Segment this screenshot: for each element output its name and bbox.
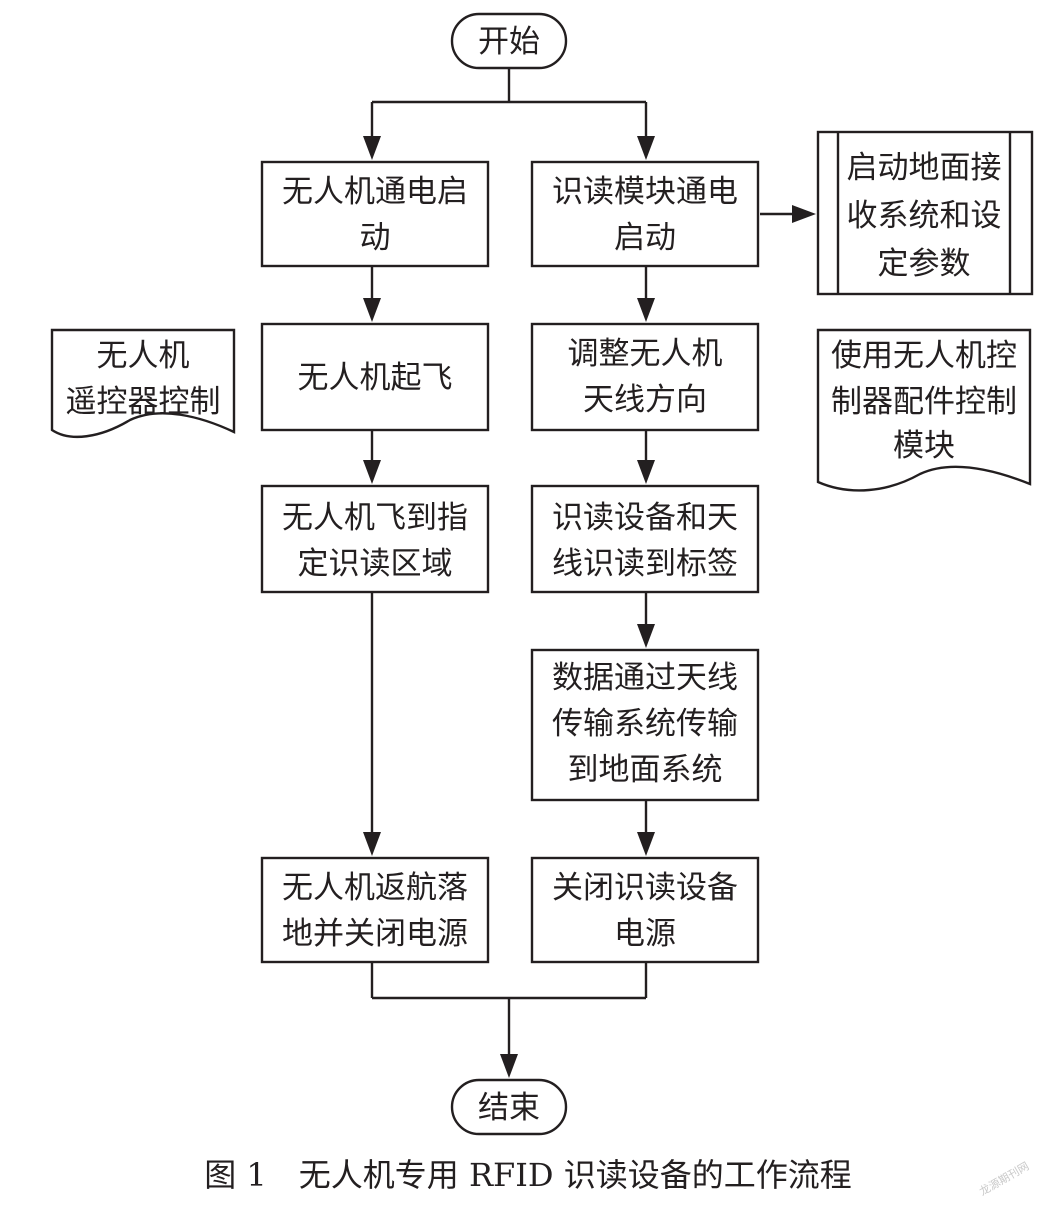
end-terminator: 结束 — [450, 1078, 568, 1136]
arrow-to-uav-return — [363, 832, 381, 856]
process-box-uav-fly-to-area: 无人机飞到指 定识读区域 — [260, 484, 490, 594]
node-text-line: 无人机 — [97, 338, 190, 374]
document-remote-control-note: 无人机 遥控器控制 — [50, 328, 236, 439]
predefined-process-ground-system: 启动地面接 收系统和设 定参数 — [816, 130, 1034, 296]
process-box-adjust-antenna: 调整无人机 天线方向 — [530, 322, 760, 432]
node-text-line: 关闭识读设备 — [552, 870, 738, 906]
node-text-line: 制器配件控制 — [831, 384, 1017, 420]
node-text-line: 使用无人机控 — [831, 338, 1017, 374]
start-terminator: 开始 — [450, 12, 568, 70]
arrow-to-transmit-data — [637, 624, 655, 648]
node-text-line: 地并关闭电源 — [282, 916, 468, 952]
node-text-line: 收系统和设 — [847, 198, 1002, 234]
node-text-line: 传输系统传输 — [552, 706, 738, 742]
arrow-to-reader-power-off — [637, 832, 655, 856]
node-text-line: 启动 — [614, 220, 676, 256]
figure-caption: 图 1 无人机专用 RFID 识读设备的工作流程 — [204, 1156, 851, 1194]
end-label: 结束 — [478, 1090, 540, 1126]
node-text-line: 无人机飞到指 — [282, 500, 468, 536]
document-accessory-control-note: 使用无人机控 制器配件控制 模块 — [816, 328, 1032, 492]
node-text-line: 识读模块通电 — [552, 174, 738, 210]
start-label: 开始 — [478, 24, 540, 60]
process-box-reader-power-off: 关闭识读设备 电源 — [530, 856, 760, 964]
process-box-uav-takeoff: 无人机起飞 — [260, 322, 490, 432]
node-text-line: 无人机通电启 — [282, 174, 468, 210]
process-box-transmit-data: 数据通过天线 传输系统传输 到地面系统 — [530, 648, 760, 802]
process-box-read-tags: 识读设备和天 线识读到标签 — [530, 484, 760, 594]
arrowheads — [363, 136, 816, 1078]
process-box-uav-power-on: 无人机通电启 动 — [260, 160, 490, 268]
arrow-to-end — [500, 1054, 518, 1078]
node-text-line: 启动地面接 — [847, 150, 1002, 186]
connectors — [370, 68, 794, 1056]
process-box-uav-return-land: 无人机返航落 地并关闭电源 — [260, 856, 490, 964]
arrow-to-reader-power-on — [637, 136, 655, 160]
node-text-line: 调整无人机 — [568, 336, 723, 372]
node-text-line: 动 — [360, 220, 391, 256]
node-text-line: 无人机返航落 — [282, 870, 468, 906]
node-text-line: 定识读区域 — [298, 546, 453, 582]
arrow-to-adjust-antenna — [637, 298, 655, 322]
arrow-to-ground-system — [792, 205, 816, 223]
arrow-to-uav-power-on — [363, 136, 381, 160]
watermark-text: 龙源期刊网 — [977, 1159, 1032, 1199]
arrow-to-uav-fly — [363, 460, 381, 484]
node-text-line: 天线方向 — [583, 382, 707, 418]
process-box-reader-power-on: 识读模块通电 启动 — [530, 160, 760, 268]
arrow-to-uav-takeoff — [363, 298, 381, 322]
node-text-line: 无人机起飞 — [298, 360, 453, 396]
node-text-line: 线识读到标签 — [552, 546, 738, 582]
node-text-line: 数据通过天线 — [552, 660, 738, 696]
node-text-line: 识读设备和天 — [552, 500, 738, 536]
arrow-to-read-tags — [637, 460, 655, 484]
node-text-line: 模块 — [893, 428, 955, 464]
node-text-line: 到地面系统 — [568, 752, 723, 788]
node-text-line: 定参数 — [878, 246, 971, 282]
node-text-line: 电源 — [614, 916, 676, 952]
node-text-line: 遥控器控制 — [66, 384, 221, 420]
